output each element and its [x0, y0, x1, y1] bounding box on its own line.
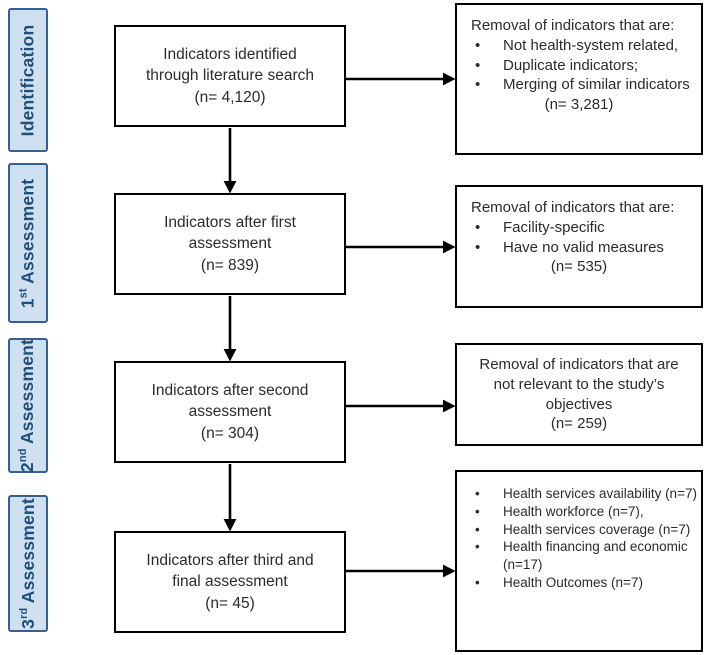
flow-box-after-second: Indicators after second assessment (n= 3… [114, 361, 346, 463]
flow-box-count: (n= 4,120) [194, 88, 266, 106]
list-item: Health workforce (n=7), [471, 503, 697, 521]
side-box-removal-3: Removal of indicators that are not relev… [455, 343, 703, 446]
arrow-flow2-to-flow3 [223, 296, 237, 362]
bullet-list: Facility-specific Have no valid measures [457, 218, 701, 258]
stage-label-text: 1st Assessment [17, 178, 38, 308]
flow-box-text: Indicators after second assessment [151, 381, 309, 421]
list-item: Have no valid measures [471, 238, 695, 258]
flow-box-text: Indicators after third and final assessm… [146, 551, 314, 591]
side-box-text: Removal of indicators that are not relev… [479, 355, 679, 413]
stage-label-text: Identification [17, 24, 38, 136]
list-item: Not health-system related, [471, 36, 695, 56]
flow-box-count: (n= 839) [200, 256, 260, 274]
arrow-flow3-to-side3 [346, 399, 456, 413]
side-box-removal-2: Removal of indicators that are: Facility… [455, 185, 703, 308]
side-box-removal-1: Removal of indicators that are: Not heal… [455, 3, 703, 155]
stage-label-first-assessment: 1st Assessment [8, 163, 48, 323]
arrow-flow4-to-side4 [346, 564, 456, 578]
arrow-flow2-to-side2 [346, 240, 456, 254]
flow-box-count: (n= 45) [205, 594, 255, 612]
stage-label-second-assessment: 2nd Assessment [8, 338, 48, 473]
flow-box-text: Indicators after first assessment [164, 213, 296, 253]
stage-label-third-assessment: 3rd Assessment [8, 495, 48, 632]
stage-label-identification: Identification [8, 8, 48, 152]
arrow-flow1-to-flow2 [223, 128, 237, 194]
arrow-flow3-to-flow4 [223, 464, 237, 532]
stage-label-text: 3rd Assessment [17, 498, 38, 629]
flow-box-after-first: Indicators after first assessment (n= 83… [114, 193, 346, 295]
side-box-count: (n= 259) [550, 415, 608, 433]
stage-label-text: 2nd Assessment [17, 338, 38, 473]
list-item: Health Outcomes (n=7) [471, 574, 697, 592]
side-box-title: Removal of indicators that are: [471, 17, 675, 34]
list-item: Health services availability (n=7) [471, 485, 697, 503]
flow-box-after-third: Indicators after third and final assessm… [114, 531, 346, 633]
list-item: Merging of similar indicators [471, 75, 695, 95]
list-item: Facility-specific [471, 218, 695, 238]
list-item: Health financing and economic (n=17) [471, 538, 697, 574]
bullet-list: Not health-system related, Duplicate ind… [457, 36, 701, 95]
side-box-count: (n= 535) [550, 258, 608, 276]
arrow-flow1-to-side1 [346, 72, 456, 86]
flow-box-identified: Indicators identified through literature… [114, 25, 346, 127]
bullet-list: Health services availability (n=7) Healt… [457, 485, 701, 592]
side-box-final-categories: Health services availability (n=7) Healt… [455, 470, 703, 652]
side-box-count: (n= 3,281) [544, 96, 614, 114]
flow-box-count: (n= 304) [200, 424, 260, 442]
list-item: Duplicate indicators; [471, 56, 695, 76]
side-box-title: Removal of indicators that are: [471, 199, 675, 216]
flow-box-text: Indicators identified through literature… [145, 45, 314, 85]
list-item: Health services coverage (n=7) [471, 521, 697, 539]
